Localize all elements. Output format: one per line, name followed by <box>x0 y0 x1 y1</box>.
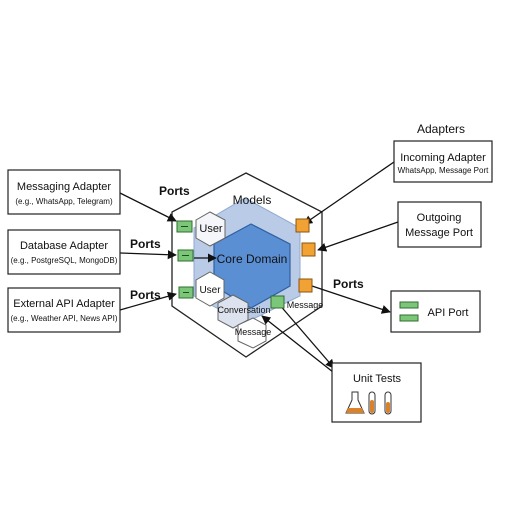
outgoing-message-port-box[interactable] <box>397 201 482 248</box>
adapters-heading: Adapters <box>417 122 465 136</box>
outgoing-port-line1: Outgoing <box>417 212 462 224</box>
ports-label-1: Ports <box>159 184 190 198</box>
external-api-adapter-box[interactable] <box>7 287 121 333</box>
arrow-api-to-port <box>119 291 177 311</box>
api-port-green-1 <box>399 301 419 309</box>
entity-message-right-label: Message <box>287 300 324 310</box>
entity-message-bottom-label: Message <box>235 327 272 337</box>
api-port-green-2 <box>399 314 419 322</box>
external-api-adapter-title: External API Adapter <box>13 298 115 310</box>
arrow-incoming-adapter-to-port <box>303 161 395 225</box>
arrow-port-to-api <box>311 285 391 314</box>
messaging-adapter-subtitle: (e.g., WhatsApp, Telegram) <box>15 197 113 206</box>
database-adapter-subtitle: (e.g., PostgreSQL, MongoDB) <box>11 256 118 265</box>
api-port-box[interactable] <box>390 290 481 333</box>
test-tubes-icon <box>345 391 392 415</box>
entity-conversation-hex <box>217 294 249 329</box>
incoming-adapter-title: Incoming Adapter <box>400 152 486 164</box>
incoming-adapter-subtitle: WhatsApp, Message Port <box>398 166 489 175</box>
database-adapter-title: Database Adapter <box>20 240 108 252</box>
ports-label-2: Ports <box>130 237 161 251</box>
port-orange-2[interactable] <box>301 242 316 257</box>
external-api-adapter-subtitle: (e.g., Weather API, News API) <box>10 314 117 323</box>
messaging-adapter-box[interactable] <box>7 169 121 215</box>
entity-conversation-label: Conversation <box>217 305 270 315</box>
port-orange-1[interactable] <box>295 218 310 233</box>
messaging-adapter-title: Messaging Adapter <box>17 181 112 193</box>
arrow-unit-tests-to-core <box>261 315 339 377</box>
entity-user-bottom-hex <box>195 271 225 307</box>
entity-user-top-hex <box>195 211 226 247</box>
database-adapter-box[interactable] <box>7 229 121 275</box>
unit-tests-title: Unit Tests <box>353 373 402 385</box>
arrow-database-to-port <box>119 250 177 260</box>
entity-message-bottom-hex <box>237 317 267 349</box>
outgoing-port-line2: Message Port <box>405 227 473 239</box>
incoming-adapter-box[interactable] <box>393 140 493 183</box>
ports-label-3: Ports <box>130 288 161 302</box>
api-port-title: API Port <box>428 307 469 319</box>
port-orange-3[interactable] <box>298 278 313 293</box>
core-domain-label: Core Domain <box>217 252 288 266</box>
entity-user-top-label: User <box>199 223 223 235</box>
unit-tests-box[interactable] <box>331 362 422 423</box>
port-green-bottom[interactable] <box>270 295 285 309</box>
arrow-outgoing-port <box>317 221 399 252</box>
arrow-messaging-to-port <box>119 192 177 222</box>
models-label: Models <box>233 193 272 207</box>
entity-user-bottom-label: User <box>199 285 221 296</box>
ports-label-4: Ports <box>333 277 364 291</box>
